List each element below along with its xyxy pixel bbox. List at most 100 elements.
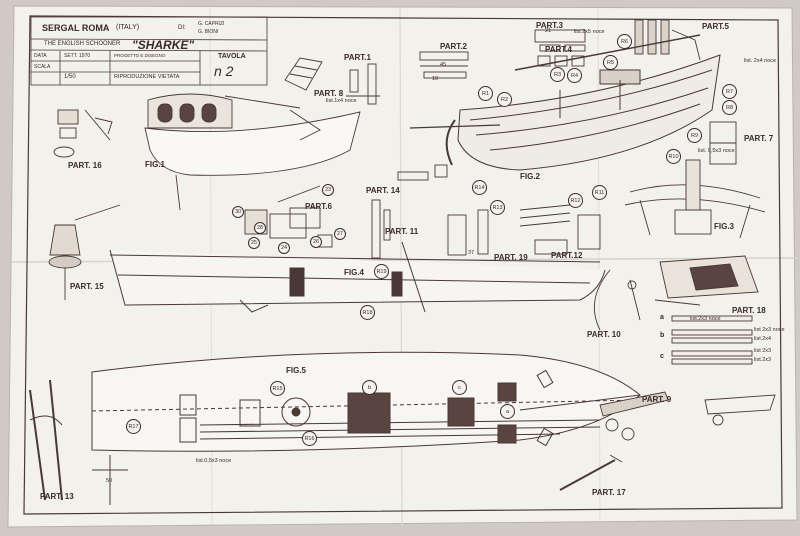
num-30: 30 bbox=[232, 206, 244, 218]
title-ship-name: "SHARKE" bbox=[132, 38, 195, 52]
ref-r4: R4 bbox=[567, 68, 582, 83]
title-date-label: DATA bbox=[34, 53, 47, 59]
deck-strip-label: list.0,5x3 noce bbox=[196, 458, 232, 464]
marker-b: b bbox=[362, 380, 377, 395]
label-part6: PART.6 bbox=[305, 202, 332, 211]
part5-strip-label: list. 2x4 noce bbox=[744, 58, 777, 64]
strip-label-c: c bbox=[660, 353, 664, 360]
title-sheet-value: n 2 bbox=[214, 63, 234, 79]
strip-b1-label: list 2x3 noce bbox=[754, 327, 785, 333]
part11-part14-drawing bbox=[371, 164, 448, 259]
part18-grating bbox=[654, 255, 759, 306]
label-fig2: FIG.2 bbox=[520, 172, 541, 181]
part7-strip-label: list. 0,5x3 noce bbox=[698, 148, 735, 154]
part12-drawing bbox=[519, 204, 601, 255]
title-date-value: SETT. 1970 bbox=[64, 53, 91, 59]
fig4-profile-drawing bbox=[109, 241, 606, 313]
label-part3: PART.3 bbox=[536, 21, 563, 30]
label-part7: PART. 7 bbox=[744, 134, 774, 143]
label-part17: PART. 17 bbox=[592, 488, 626, 497]
label-part13: PART. 13 bbox=[40, 492, 74, 501]
dim-45: 45 bbox=[440, 62, 447, 68]
part15-drawing bbox=[48, 204, 121, 300]
dim-50: 50 bbox=[106, 478, 113, 484]
part10-drawing bbox=[593, 269, 641, 331]
label-part12: PART.12 bbox=[551, 251, 583, 260]
part1-drawing bbox=[346, 63, 380, 105]
ref-r7: R7 bbox=[722, 84, 737, 99]
label-part18: PART. 18 bbox=[732, 306, 766, 315]
strip-label-a: a bbox=[660, 314, 664, 321]
label-part4: PART.4 bbox=[545, 45, 572, 54]
strip-c1-label: list 2x3 bbox=[754, 348, 772, 354]
label-part1: PART.1 bbox=[344, 53, 371, 62]
dim-10: 10 bbox=[432, 76, 439, 82]
label-part14: PART. 14 bbox=[366, 186, 400, 195]
label-part11: PART. 11 bbox=[385, 227, 419, 236]
title-scale-value: 1/50 bbox=[64, 74, 76, 80]
label-fig5: FIG.5 bbox=[286, 366, 307, 375]
title-model: THE ENGLISH SCHOONER bbox=[44, 41, 121, 47]
strip-a-label: list.2x3 noce bbox=[690, 316, 721, 322]
part2-drawing bbox=[419, 51, 469, 79]
title-sheet-label: TAVOLA bbox=[218, 53, 246, 60]
marker-c: c bbox=[452, 380, 467, 395]
label-fig3: FIG.3 bbox=[714, 222, 735, 231]
strip-label-b: b bbox=[660, 332, 665, 339]
fig3-drawing bbox=[624, 159, 766, 239]
ref-r11: R11 bbox=[592, 185, 607, 200]
part16-drawing bbox=[53, 109, 113, 158]
ref-r12: R12 bbox=[568, 193, 583, 208]
label-fig1: FIG.1 bbox=[145, 160, 166, 169]
ref-r1: R1 bbox=[478, 86, 493, 101]
title-author-2: G. BIONI bbox=[198, 29, 219, 35]
title-scale-label: SCALA bbox=[34, 64, 51, 70]
strip-b2-label: list.2x4 bbox=[754, 336, 772, 342]
strip-c2-label: list.2x3 bbox=[754, 357, 772, 363]
label-part19: PART. 19 bbox=[494, 253, 528, 262]
ref-r14: R14 bbox=[472, 180, 487, 195]
ref-r8: R8 bbox=[722, 100, 737, 115]
label-part2: PART.2 bbox=[440, 42, 467, 51]
dim-21: 21 bbox=[545, 28, 552, 34]
title-author-1: G. CAPRIZI bbox=[198, 21, 225, 27]
part19-drawing bbox=[447, 209, 489, 256]
dim-37: 37 bbox=[468, 250, 475, 256]
num-26: 26 bbox=[310, 236, 322, 248]
part3-part4-drawing bbox=[534, 29, 586, 67]
ref-r5: R5 bbox=[603, 55, 618, 70]
label-part9: PART. 9 bbox=[642, 395, 672, 404]
part7-drawing bbox=[709, 121, 737, 165]
title-company: SERGAL ROMA bbox=[42, 23, 110, 33]
num-27: 27 bbox=[334, 228, 346, 240]
title-project-label: PROGETTO E DISEGNO bbox=[114, 53, 166, 58]
ref-r18: R18 bbox=[360, 305, 375, 320]
label-part16: PART. 16 bbox=[68, 161, 102, 170]
label-part5: PART.5 bbox=[702, 22, 729, 31]
title-di: DI: bbox=[178, 25, 186, 31]
strip-samples bbox=[671, 315, 753, 365]
marker-a: a bbox=[500, 404, 515, 419]
part3-strip-label: list.2x5 noce bbox=[574, 29, 605, 35]
num-23: 23 bbox=[322, 184, 334, 196]
ref-r16: R16 bbox=[302, 431, 317, 446]
ref-r3: R3 bbox=[550, 67, 565, 82]
fig1-stern-drawing bbox=[144, 93, 361, 211]
title-block bbox=[30, 16, 268, 86]
fig2-hull-drawing bbox=[409, 34, 721, 171]
num-25: 25 bbox=[248, 237, 260, 249]
part8-ladder bbox=[284, 57, 323, 91]
ref-r19: R19 bbox=[374, 264, 389, 279]
ref-r2: R2 bbox=[497, 92, 512, 107]
label-part10: PART. 10 bbox=[587, 330, 621, 339]
ref-r6: R6 bbox=[617, 34, 632, 49]
fig5-deck-plan bbox=[91, 351, 641, 452]
ref-r15: R15 bbox=[270, 381, 285, 396]
title-country: (ITALY) bbox=[116, 24, 140, 31]
label-part15: PART. 15 bbox=[70, 282, 104, 291]
ref-r9: R9 bbox=[687, 128, 702, 143]
num-24: 24 bbox=[278, 242, 290, 254]
part1-strip-label: list.1x4 noce bbox=[326, 98, 357, 104]
